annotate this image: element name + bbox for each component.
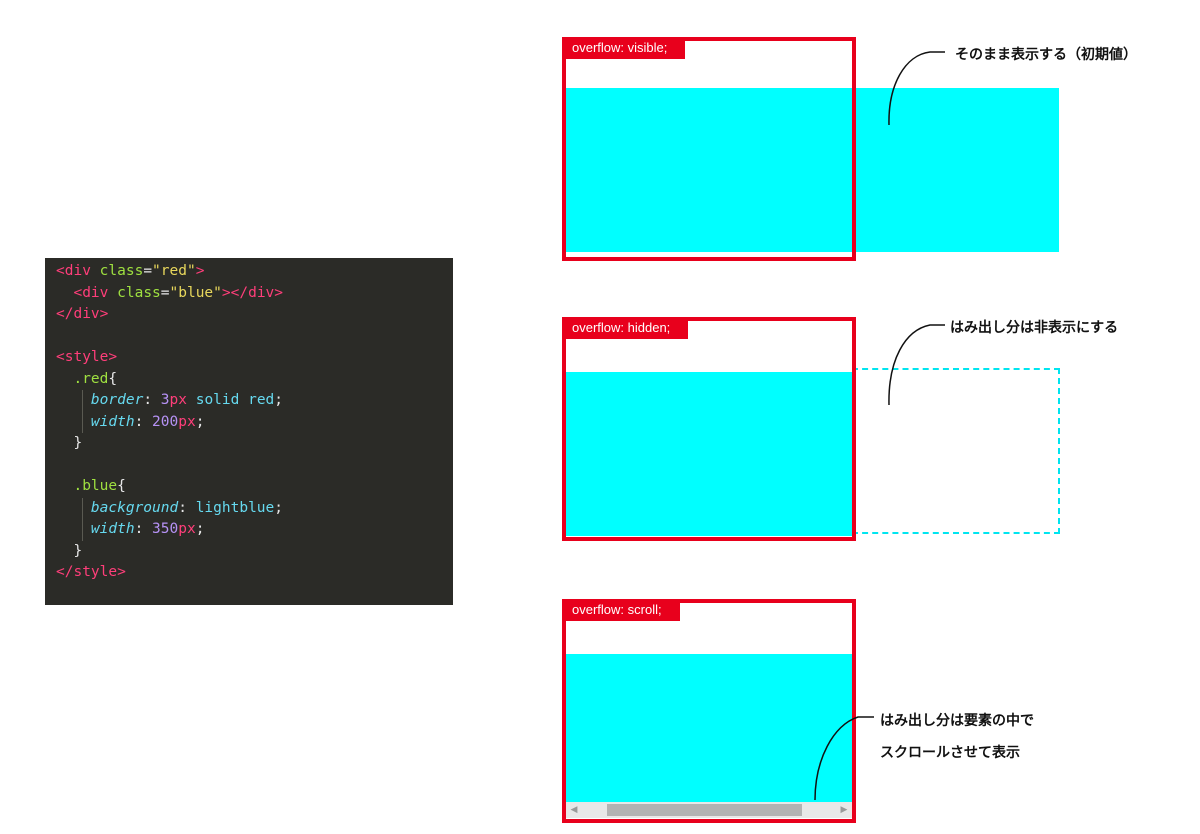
overflow-scroll-content	[566, 654, 852, 803]
code-token: px	[178, 413, 196, 430]
overflow-hidden-box: overflow: hidden;	[562, 317, 856, 541]
code-token: <style>	[56, 349, 118, 365]
code-token: ;	[195, 521, 205, 537]
overflow-visible-annotation: そのまま表示する（初期値）	[955, 47, 1137, 63]
code-token: .blue	[73, 478, 118, 494]
code-token: :	[134, 521, 153, 537]
code-token: solid red	[186, 392, 275, 408]
code-token: 3	[160, 392, 170, 408]
code-line: <div class="blue"></div>	[56, 283, 453, 305]
code-line: </div>	[56, 304, 453, 326]
overflow-hidden-label: overflow: hidden;	[566, 321, 689, 339]
overflow-scroll-label: overflow: scroll;	[566, 603, 680, 621]
leader-line-hidden	[888, 324, 945, 406]
code-token: width	[90, 521, 135, 537]
code-line: }	[56, 541, 453, 563]
code-token: >	[195, 263, 205, 279]
code-line: </style>	[56, 562, 453, 584]
code-line: <style>	[56, 347, 453, 369]
code-line: width: 200px;	[56, 411, 453, 433]
code-token: lightblue	[195, 499, 275, 516]
overflow-hidden-clipped-outline	[852, 368, 1060, 534]
overflow-hidden-annotation: はみ出し分は非表示にする	[950, 320, 1119, 336]
overflow-visible-label: overflow: visible;	[562, 37, 686, 59]
overflow-visible-box: overflow: visible;	[562, 37, 856, 261]
code-token: border	[90, 392, 144, 408]
code-token: </div>	[56, 306, 109, 322]
overflow-scroll-annotation-line2: スクロールさせて表示	[880, 745, 1020, 761]
code-token: <div	[56, 263, 100, 279]
indent-guide	[82, 411, 83, 433]
code-token: <div	[73, 284, 118, 301]
code-token: :	[143, 392, 161, 408]
indent-guide	[82, 390, 83, 412]
scroll-right-arrow-icon[interactable]: ▶	[840, 805, 848, 815]
code-token: width	[90, 413, 135, 430]
code-token: background	[90, 499, 179, 516]
leader-line-visible	[888, 51, 945, 126]
code-token: :	[134, 413, 153, 430]
code-token: ></div>	[221, 284, 284, 301]
indent-guide	[82, 497, 83, 519]
indent-guide	[82, 519, 83, 541]
code-token: class	[99, 263, 144, 279]
code-line: <div class="red">	[56, 261, 453, 283]
horizontal-scrollbar[interactable]: ◀ ▶	[566, 802, 852, 818]
code-token: =	[143, 263, 153, 279]
code-token: :	[178, 499, 196, 516]
code-line: border: 3px solid red;	[56, 390, 453, 412]
code-token: {	[117, 478, 126, 494]
overflow-hidden-content	[566, 372, 852, 536]
code-token: px	[178, 521, 196, 537]
leader-line-scroll	[814, 716, 874, 801]
code-token: }	[56, 542, 83, 559]
code-token: 200	[152, 413, 179, 430]
code-token: ;	[274, 392, 284, 408]
code-token: px	[169, 392, 187, 408]
code-line: width: 350px;	[56, 519, 453, 541]
code-token: .red	[73, 370, 109, 387]
overflow-scroll-annotation-line1: はみ出し分は要素の中で	[880, 713, 1034, 729]
code-token: "red"	[152, 263, 196, 279]
code-token: 350	[152, 521, 179, 537]
code-panel: <div class="red"> <div class="blue"></di…	[45, 258, 453, 605]
code-line: background: lightblue;	[56, 497, 453, 519]
code-token: }	[56, 435, 83, 451]
overflow-visible-content	[566, 88, 1059, 252]
code-token: =	[160, 284, 170, 301]
overflow-scroll-box[interactable]: ◀ ▶ overflow: scroll;	[562, 599, 856, 823]
scroll-left-arrow-icon[interactable]: ◀	[570, 805, 578, 815]
code-token: </style>	[56, 564, 126, 580]
code-line: .red{	[56, 369, 453, 391]
code-token: "blue"	[169, 284, 222, 301]
code-token: class	[117, 284, 161, 301]
code-line: }	[56, 433, 453, 455]
code-token: ;	[274, 499, 284, 516]
code-line: .blue{	[56, 476, 453, 498]
code-token: ;	[195, 413, 205, 430]
scroll-thumb[interactable]	[607, 804, 802, 816]
code-token: {	[108, 370, 118, 387]
